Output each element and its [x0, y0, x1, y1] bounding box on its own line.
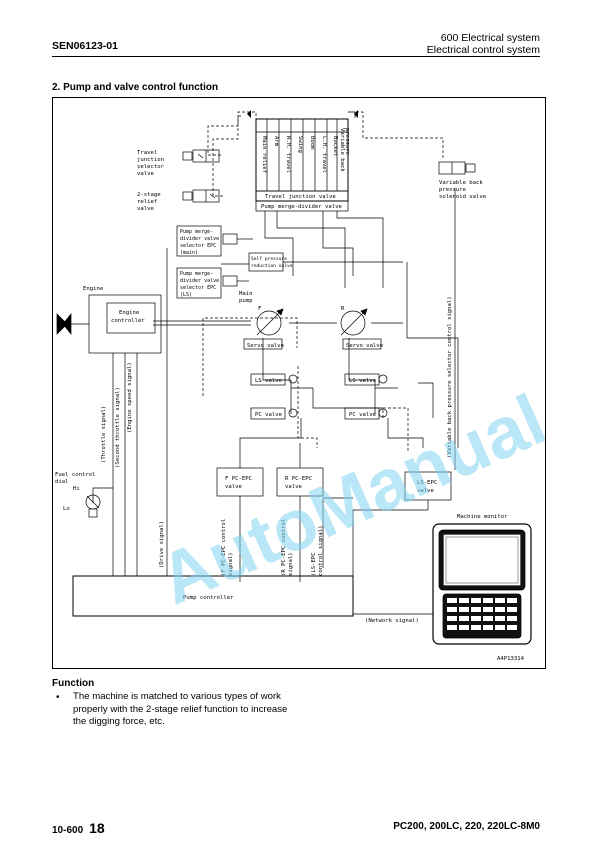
- fuel-dial-label-2: dial: [55, 479, 68, 485]
- fuel-dial-label-1: Fuel control: [55, 472, 95, 478]
- control-valve-block: Main relief Arm R.H. travel Swing Boom L…: [255, 118, 350, 212]
- ls-epc-signal-label-1: (LS-EPC: [311, 552, 317, 576]
- vbp-signal-label: (Variable back pressure selector control…: [447, 296, 453, 458]
- rh-travel-label: R.H. travel: [285, 136, 291, 173]
- f-pc-epc-label-2: valve: [225, 484, 242, 490]
- f-pc-epc-signal-label-1: (F PC-EPC control: [221, 519, 227, 576]
- pump-merge-divider-valve-label: Pump merge-divider valve: [261, 204, 342, 210]
- figure-code: A4P13314: [497, 656, 525, 662]
- r-mark: R: [341, 306, 345, 312]
- main-pump-f: [243, 308, 284, 350]
- travel-junction-selector-label-2: junction: [137, 157, 164, 163]
- pmd-epc-ls-label-3: selector EPC: [180, 285, 216, 291]
- pump-controller-label: Pump controller: [183, 595, 234, 601]
- pmd-epc-main-label-2: divider valve: [180, 236, 219, 242]
- engine-signal-wires: [92, 188, 456, 576]
- machine-monitor: [432, 523, 532, 645]
- r-pc-epc-label-1: R PC-EPC: [285, 476, 312, 482]
- r-pc-epc-signal-label-2: signal): [288, 552, 294, 576]
- header-rule: [52, 56, 540, 57]
- engine-label: Engine: [83, 286, 104, 292]
- vbp-solenoid-label-3: solenoid valve: [439, 194, 487, 200]
- two-stage-relief-label-1: 2-stage: [137, 192, 161, 198]
- pump-valve-diagram: Main relief Arm R.H. travel Swing Boom L…: [55, 110, 545, 662]
- monitor-keypad: [447, 598, 517, 630]
- pmd-epc-ls-label-2: divider valve: [180, 278, 219, 284]
- travel-junction-selector-label-1: Travel: [137, 150, 157, 156]
- ls-epc-signal-label-2: control signal): [318, 525, 324, 576]
- pmd-epc-ls-label-4: (LS): [180, 292, 192, 298]
- travel-junction-valve-label: Travel junction valve: [265, 194, 336, 200]
- pmd-epc-main-label-1: Pump merge-: [180, 229, 213, 235]
- throttle-signal-label: (Throttle signal): [101, 406, 107, 463]
- ls-epc-label-1: LS-EPC: [417, 480, 437, 486]
- main-pump-label-1: Main: [239, 291, 252, 297]
- function-bullet: •: [56, 692, 60, 703]
- self-pressure-label-2: reduction valve: [251, 263, 293, 269]
- section-title: 2. Pump and valve control function: [52, 82, 219, 93]
- engine-controller-label-2: controller: [111, 318, 145, 324]
- servo-valve-f-label: Servo valve: [247, 343, 285, 349]
- f-pc-epc-signal-label-2: signal): [228, 552, 234, 576]
- pc-valve-f-label: PC valve: [255, 412, 283, 418]
- footer-left: 10-600 18: [52, 820, 105, 836]
- two-stage-relief-label-3: valve: [137, 206, 154, 212]
- f-mark: F: [258, 306, 262, 312]
- r-pc-epc-signal-label-1: (R PC-EPC control: [281, 519, 287, 576]
- engine-controller-label-1: Engine: [119, 310, 140, 316]
- doc-code: SEN06123-01: [52, 40, 118, 52]
- vbp-solenoid-label-2: pressure: [439, 187, 467, 193]
- ls-valve-r-label: LS valve: [349, 378, 377, 384]
- fuel-control-dial: [85, 494, 101, 518]
- travel-junction-selector-valve: [182, 149, 220, 163]
- main-relief-label: Main relief: [261, 136, 267, 173]
- pmd-epc-ls-label-1: Pump merge-: [180, 271, 213, 277]
- arm-label: Arm: [273, 136, 279, 147]
- vbp-solenoid-label-1: Variable back: [439, 180, 483, 186]
- function-title: Function: [52, 678, 95, 689]
- pump-controller-box: [72, 575, 354, 617]
- vbp-label-2: pressure: [344, 128, 350, 156]
- footer-page-number: 18: [89, 820, 105, 836]
- footer-doc-page: 10-600: [52, 825, 84, 836]
- f-pc-epc-label-1: F PC-EPC: [225, 476, 252, 482]
- travel-junction-selector-label-4: valve: [137, 171, 154, 177]
- engine-block: [56, 294, 162, 354]
- epc-valves-lower: [216, 437, 452, 582]
- lh-travel-label: L.H. travel: [321, 136, 327, 173]
- travel-junction-selector-label-3: selector: [137, 164, 165, 170]
- engine-speed-signal-label: (Engine speed signal): [127, 362, 133, 433]
- boom-label: Boom: [309, 136, 315, 150]
- vbp-label-1: Variable back: [339, 128, 345, 172]
- drive-signal-label: (Drive signal): [159, 521, 165, 568]
- second-throttle-signal-label: (Second throttle signal): [115, 387, 121, 468]
- swing-label: Swing: [297, 136, 303, 153]
- lo-label: Lo: [63, 506, 70, 512]
- servo-valve-r-label: Servo valve: [346, 343, 384, 349]
- bucket-label: Bucket: [332, 136, 338, 156]
- ls-epc-label-2: valve: [417, 488, 434, 494]
- diagram-frame: Main relief Arm R.H. travel Swing Boom L…: [52, 97, 546, 669]
- pc-valve-r-label: PC valve: [349, 412, 377, 418]
- hi-label: Hi: [73, 486, 80, 492]
- ls-valve-f-label: LS valve: [255, 378, 283, 384]
- header-subsection: Electrical control system: [426, 44, 540, 56]
- footer-models: PC200, 200LC, 220, 220LC-8M0: [393, 821, 540, 832]
- vbp-solenoid-valve: [438, 161, 476, 175]
- machine-monitor-label: Machine monitor: [457, 514, 508, 520]
- network-signal-label: (Network signal): [365, 618, 419, 624]
- two-stage-relief-label-2: relief: [137, 199, 157, 205]
- r-pc-epc-label-2: valve: [285, 484, 302, 490]
- header-section: 600 Electrical system: [440, 32, 540, 44]
- pmd-epc-main-label-4: (main): [180, 250, 198, 256]
- main-pump-label-2: pump: [239, 298, 253, 304]
- ls-pc-valves: [250, 373, 388, 420]
- two-stage-relief-valve: [182, 189, 220, 203]
- main-pump-r: [340, 308, 382, 350]
- function-text: The machine is matched to various types …: [73, 691, 288, 728]
- self-pressure-label-1: Self pressure: [251, 256, 287, 262]
- pmd-epc-main-label-3: selector EPC: [180, 243, 216, 249]
